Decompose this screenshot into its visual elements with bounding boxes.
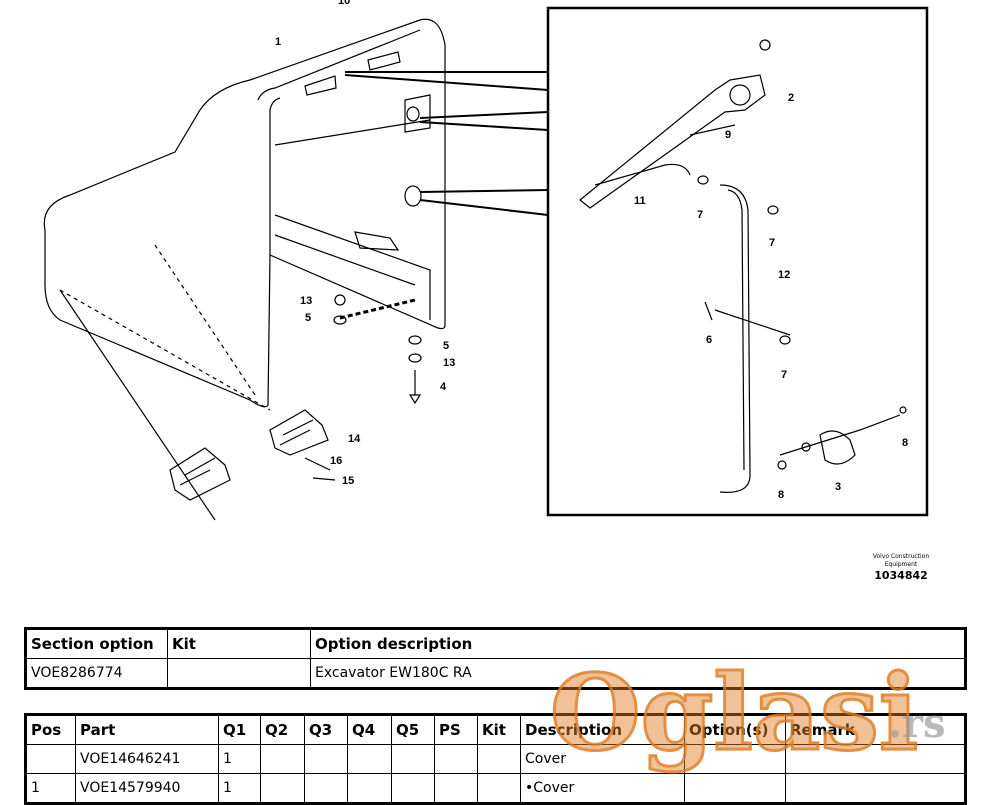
callout-3: 3 bbox=[835, 481, 841, 493]
callout-12: 12 bbox=[778, 269, 790, 281]
header-kit: Kit bbox=[167, 628, 311, 659]
cell-q1: 1 bbox=[218, 773, 261, 804]
cell-option-description: Excavator EW180C RA bbox=[310, 658, 966, 689]
table-row: 1 VOE14579940 1 •Cover bbox=[25, 773, 966, 804]
cell-q3 bbox=[304, 773, 348, 804]
cell-ps bbox=[434, 744, 478, 774]
callout-10: 10 bbox=[338, 0, 350, 7]
parts-table: Pos Part Q1 Q2 Q3 Q4 Q5 PS Kit Descripti… bbox=[24, 713, 967, 805]
section-header-row: Section option Kit Option description bbox=[25, 628, 966, 659]
header-q2: Q2 bbox=[260, 714, 305, 745]
hinge-right bbox=[269, 409, 329, 456]
illustration-code: 1034842 bbox=[874, 569, 928, 582]
cover-outline bbox=[43, 18, 446, 408]
cell-options bbox=[684, 773, 786, 804]
cell-part: VOE14579940 bbox=[75, 773, 219, 804]
cell-pos: 1 bbox=[25, 773, 76, 804]
section-option-table: Section option Kit Option description VO… bbox=[24, 627, 967, 690]
cell-description: •Cover bbox=[520, 773, 685, 804]
header-description: Description bbox=[520, 714, 685, 745]
cell-options bbox=[684, 744, 786, 774]
cell-q2 bbox=[260, 744, 305, 774]
cell-ps bbox=[434, 773, 478, 804]
table-row: VOE14646241 1 Cover bbox=[25, 744, 966, 774]
brand-line-2: Equipment bbox=[884, 561, 918, 568]
cell-q4 bbox=[347, 744, 392, 774]
header-q5: Q5 bbox=[391, 714, 435, 745]
cell-q3 bbox=[304, 744, 348, 774]
cell-pos bbox=[25, 744, 76, 774]
header-ps: PS bbox=[434, 714, 478, 745]
callout-8b: 8 bbox=[902, 437, 908, 449]
callout-7a: 7 bbox=[697, 209, 703, 221]
diagram-footer: Volvo Construction Equipment 1034842 bbox=[852, 553, 950, 583]
callout-5a: 5 bbox=[305, 312, 311, 324]
header-kit: Kit bbox=[477, 714, 521, 745]
header-options: Option(s) bbox=[684, 714, 786, 745]
header-q4: Q4 bbox=[347, 714, 392, 745]
cell-part: VOE14646241 bbox=[75, 744, 219, 774]
header-q3: Q3 bbox=[304, 714, 348, 745]
header-option-description: Option description bbox=[310, 628, 966, 659]
hinge-left bbox=[169, 447, 231, 501]
cell-q1: 1 bbox=[218, 744, 261, 774]
callout-16: 16 bbox=[330, 455, 342, 467]
cell-remark bbox=[785, 744, 966, 774]
cell-q4 bbox=[347, 773, 392, 804]
callout-1: 1 bbox=[275, 36, 281, 48]
cell-q2 bbox=[260, 773, 305, 804]
callout-2: 2 bbox=[788, 92, 794, 104]
callout-7b: 7 bbox=[769, 237, 775, 249]
callout-8a: 8 bbox=[778, 489, 784, 501]
callout-13b: 13 bbox=[443, 357, 455, 369]
cell-q5 bbox=[391, 773, 435, 804]
callout-6: 6 bbox=[706, 334, 712, 346]
header-remark: Remark bbox=[785, 714, 966, 745]
callout-13a: 13 bbox=[300, 295, 312, 307]
cell-kit bbox=[477, 773, 521, 804]
cell-kit bbox=[167, 658, 311, 689]
header-section-option: Section option bbox=[25, 628, 168, 659]
cell-section-option: VOE8286774 bbox=[25, 658, 168, 689]
exploded-parts-diagram: 1 2 3 4 5 5 6 7 7 7 8 8 9 10 11 12 13 13… bbox=[43, 0, 929, 521]
callout-7c: 7 bbox=[781, 369, 787, 381]
callout-5b: 5 bbox=[443, 340, 449, 352]
callout-9: 9 bbox=[725, 129, 731, 141]
cell-description: Cover bbox=[520, 744, 685, 774]
callout-15: 15 bbox=[342, 475, 354, 487]
cell-q5 bbox=[391, 744, 435, 774]
cell-remark bbox=[785, 773, 966, 804]
brand-line-1: Volvo Construction bbox=[872, 553, 930, 560]
callout-4: 4 bbox=[440, 381, 447, 393]
section-row: VOE8286774 Excavator EW180C RA bbox=[25, 658, 966, 689]
header-part: Part bbox=[75, 714, 219, 745]
detail-box bbox=[546, 6, 929, 517]
callout-14: 14 bbox=[348, 433, 361, 445]
parts-header-row: Pos Part Q1 Q2 Q3 Q4 Q5 PS Kit Descripti… bbox=[25, 714, 966, 745]
callout-11: 11 bbox=[634, 195, 646, 207]
cell-kit bbox=[477, 744, 521, 774]
header-q1: Q1 bbox=[218, 714, 261, 745]
header-pos: Pos bbox=[25, 714, 76, 745]
